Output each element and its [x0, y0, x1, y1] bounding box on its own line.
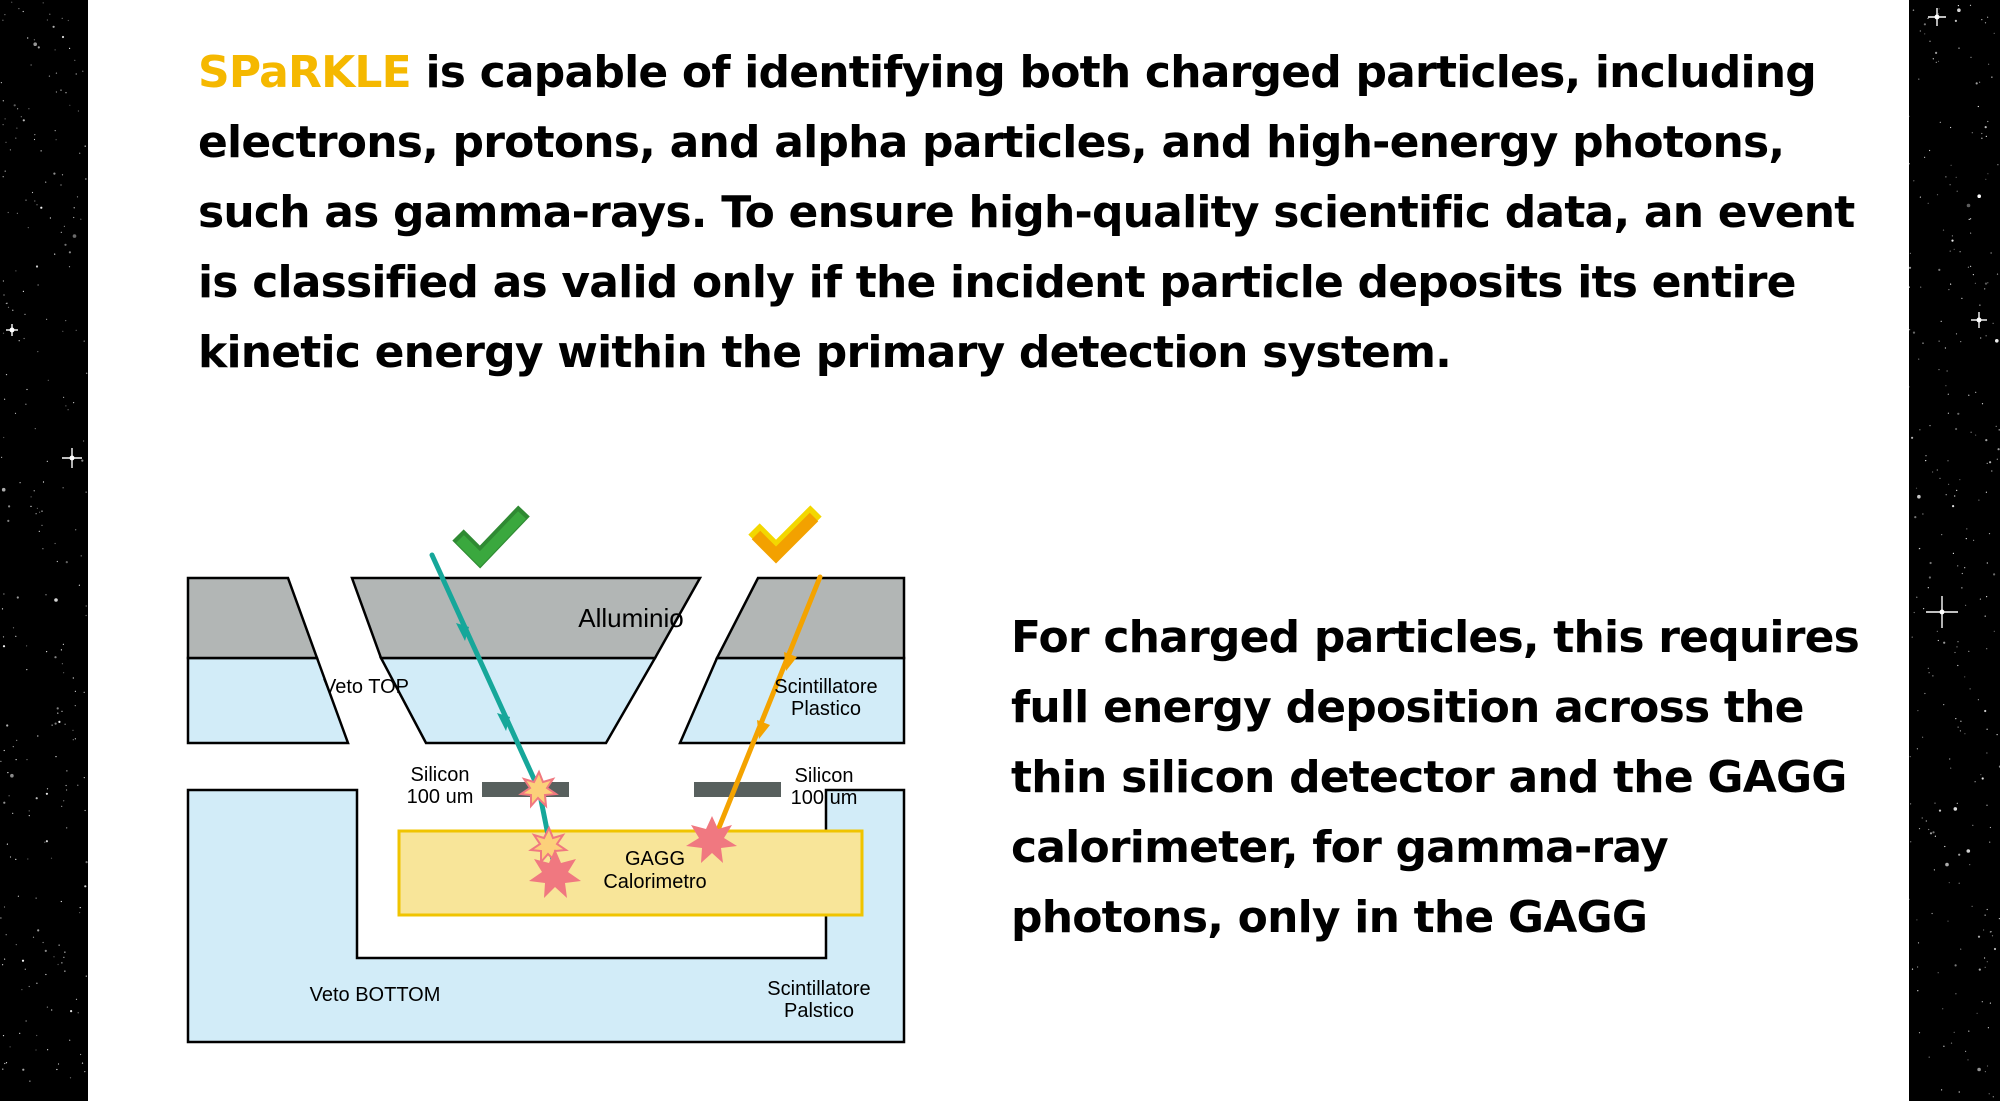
- intro-paragraph: SPaRKLE is capable of identifying both c…: [198, 38, 1878, 388]
- veto-bottom-shape: [186, 788, 906, 1044]
- label-silicon-left-1: Silicon: [411, 764, 470, 786]
- silicon-right: [694, 782, 781, 797]
- veto-top-center: [378, 656, 658, 745]
- label-scint-plastico-bottom-2: Palstico: [784, 1000, 854, 1022]
- aluminium-center: [350, 576, 703, 660]
- track-arrow-2: [497, 713, 510, 731]
- star-silicon-hit: [518, 769, 559, 809]
- photon-arrow-2: [757, 720, 770, 739]
- label-silicon-right-1: Silicon: [795, 765, 854, 787]
- label-silicon-left-2: 100 um: [407, 786, 474, 808]
- label-silicon-right-2: 100 um: [791, 787, 858, 809]
- label-scint-plastico-bottom-1: Scintillatore: [767, 978, 870, 1000]
- aluminium-right: [714, 576, 906, 660]
- label-gagg-1: GAGG: [625, 848, 685, 870]
- photon-track: [713, 574, 823, 838]
- star-gagg-small: [528, 825, 569, 865]
- label-scint-plastico-top-2: Plastico: [791, 698, 861, 720]
- veto-top-left: [186, 656, 350, 745]
- intro-text: is capable of identifying both charged p…: [198, 47, 1855, 378]
- brand-name: SPaRKLE: [198, 47, 412, 98]
- gagg-calorimeter: [397, 829, 864, 917]
- starfield-left: [0, 0, 88, 1101]
- detector-diagram: Alluminio Veto TOP Scintillatore Plastic…: [186, 505, 906, 1044]
- side-paragraph: For charged particles, this requires ful…: [1011, 612, 1860, 943]
- label-scint-plastico-top-1: Scintillatore: [774, 676, 877, 698]
- check-orange-body: [751, 512, 819, 564]
- photon-arrow-1: [784, 652, 797, 671]
- aluminium-left: [186, 576, 319, 660]
- track-arrow-1: [456, 623, 469, 641]
- label-veto-top: Veto TOP: [323, 676, 409, 698]
- starfield-right: [1909, 0, 2000, 1101]
- label-gagg-2: Calorimetro: [603, 871, 706, 893]
- star-gagg-large: [529, 849, 581, 898]
- check-green-highlight: [456, 511, 526, 567]
- slide: SPaRKLE is capable of identifying both c…: [88, 0, 1909, 1101]
- star-photon-hit: [686, 816, 737, 863]
- label-veto-bottom: Veto BOTTOM: [310, 984, 441, 1006]
- label-alluminio: Alluminio: [578, 603, 684, 633]
